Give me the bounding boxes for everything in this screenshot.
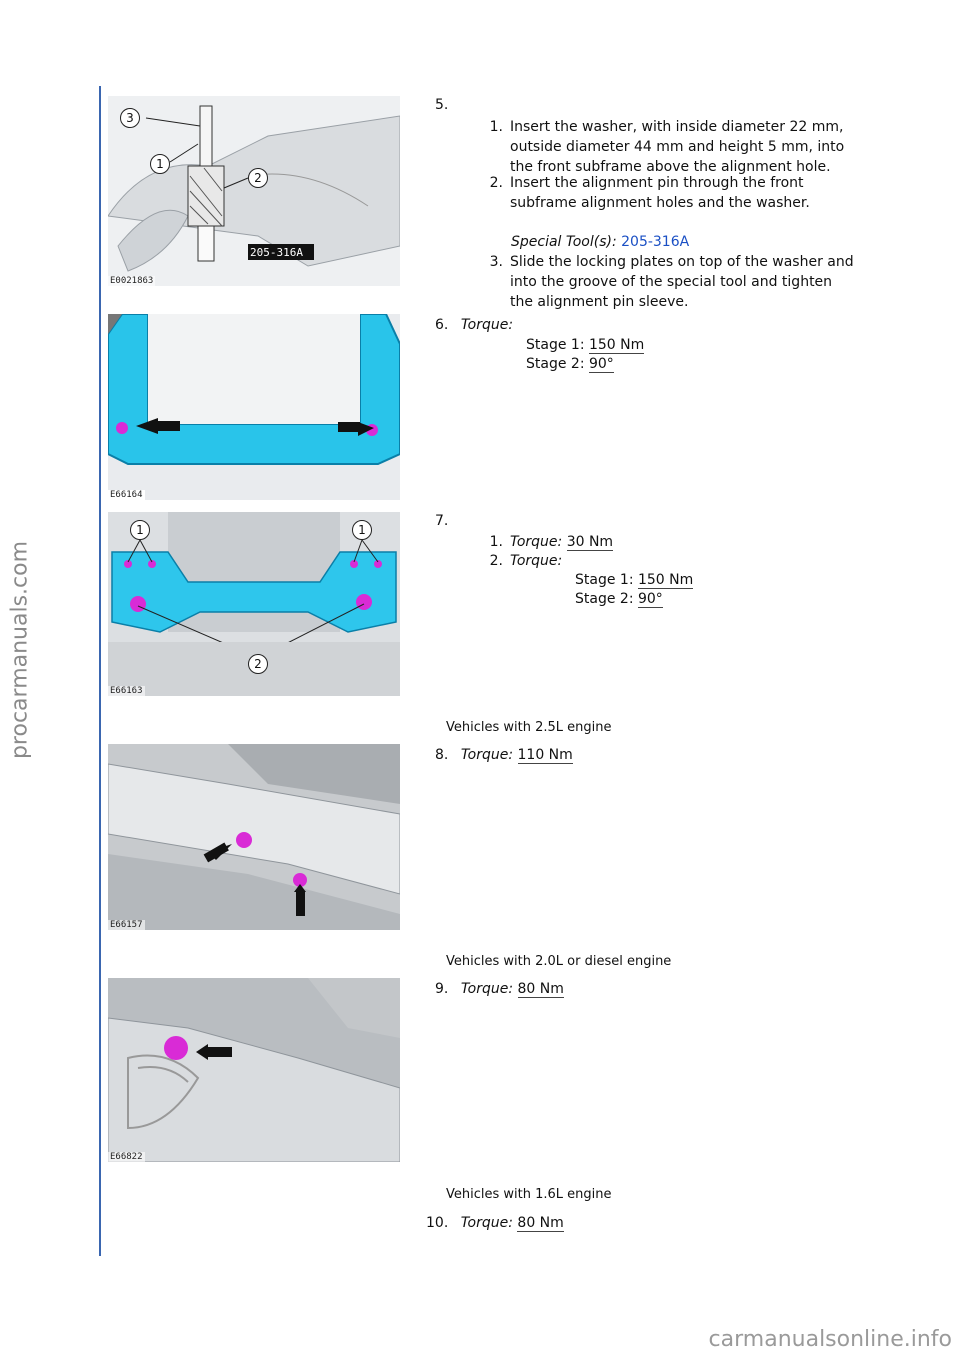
torque-value: 30 Nm [566,534,614,551]
step-9-number: 9. [435,981,449,997]
item-number: 1. [489,534,503,550]
figure-code: E66822 [108,1152,145,1162]
callout-2: 2 [248,168,268,188]
condition-2-0l: Vehicles with 2.0L or diesel engine [446,954,672,969]
figure-2-5l-bolts: E66157 [108,744,400,930]
bottom-watermark: carmanualsonline.info [708,1327,952,1352]
stage-label: Stage 1: [575,572,634,588]
step-6-number: 6. [435,317,449,333]
condition-1-6l: Vehicles with 1.6L engine [446,1187,612,1202]
callout-3: 3 [120,108,140,128]
side-watermark-text: procarmanuals.com [7,540,33,760]
alignment-pin-illustration [108,105,400,272]
step-6-stage-1: Stage 1: 150 Nm [526,336,645,354]
item-text-line: subframe alignment holes and the washer. [510,195,810,211]
item-text-line: outside diameter 44 mm and height 5 mm, … [510,139,845,155]
engine-2-5l-illustration [108,744,400,930]
item-text-line: the alignment pin sleeve. [510,294,689,310]
torque-value: 80 Nm [517,1215,564,1232]
subframe-illustration [108,314,400,465]
item-text-line: Insert the alignment pin through the fro… [510,175,804,191]
step-7-stage-1: Stage 1: 150 Nm [575,571,694,589]
stage-value: 150 Nm [637,572,694,589]
callout-1: 1 [150,154,170,174]
torque-label: Torque: [460,317,514,333]
figure-subframe-front: E66164 [108,314,400,500]
step-7-number: 7. [435,513,449,529]
stage-label: Stage 1: [526,337,585,353]
callout-1-right: 1 [352,520,372,540]
step-5-number: 5. [435,97,449,113]
torque-value: 110 Nm [517,747,573,764]
torque-label: Torque: [460,981,514,997]
item-number: 2. [489,553,503,569]
item-number: 1. [489,119,503,135]
step-6-stage-2: Stage 2: 90° [526,355,614,373]
figure-code: E66163 [108,686,145,696]
figure-code: E0021863 [108,276,156,286]
item-text-line: Slide the locking plates on top of the w… [510,254,854,270]
engine-2-0l-illustration [108,978,400,1162]
side-watermark: procarmanuals.com [2,520,38,780]
special-tool-link[interactable]: 205-316A [621,234,690,250]
figure-code: E66157 [108,920,145,930]
step-9: 9. Torque: 80 Nm [435,980,564,998]
item-text-line: into the groove of the special tool and … [510,274,833,290]
callout-2: 2 [248,654,268,674]
callout-1-left: 1 [130,520,150,540]
stage-value: 150 Nm [588,337,645,354]
step-10: 10. Torque: 80 Nm [426,1214,564,1232]
torque-label: Torque: [510,534,563,550]
item-text-line: the front subframe above the alignment h… [510,159,831,175]
figure-code: E66164 [108,490,145,500]
step-6-header: 6. Torque: [435,316,513,334]
torque-label: Torque: [460,747,514,763]
condition-2-5l: Vehicles with 2.5L engine [446,720,612,735]
torque-label: Torque: [460,1215,513,1231]
subframe-bolts-illustration [108,512,400,696]
torque-value: 80 Nm [517,981,564,998]
torque-label: Torque: [510,553,563,569]
step-8-number: 8. [435,747,449,763]
figure-subframe-rear: 1 1 2 E66163 [108,512,400,696]
step-8: 8. Torque: 110 Nm [435,746,573,764]
stage-label: Stage 2: [575,591,634,607]
stage-value: 90° [588,356,614,373]
special-tool-line: Special Tool(s): 205-316A [511,233,689,251]
item-text-line: Insert the washer, with inside diameter … [510,119,844,135]
figure-alignment-pin: 3 1 2 205-316A E0021863 [108,96,400,286]
special-tool-label: Special Tool(s): [511,234,617,250]
item-number: 2. [489,175,503,191]
stage-label: Stage 2: [526,356,585,372]
item-number: 3. [489,254,503,270]
stage-value: 90° [637,591,663,608]
tool-label: 205-316A [250,246,303,259]
left-margin-rule [99,86,101,1256]
step-7-stage-2: Stage 2: 90° [575,590,663,608]
item-text: Torque: 30 Nm [510,533,870,551]
figure-2-0l-bolt: E66822 [108,978,400,1162]
step-10-number: 10. [426,1215,449,1231]
